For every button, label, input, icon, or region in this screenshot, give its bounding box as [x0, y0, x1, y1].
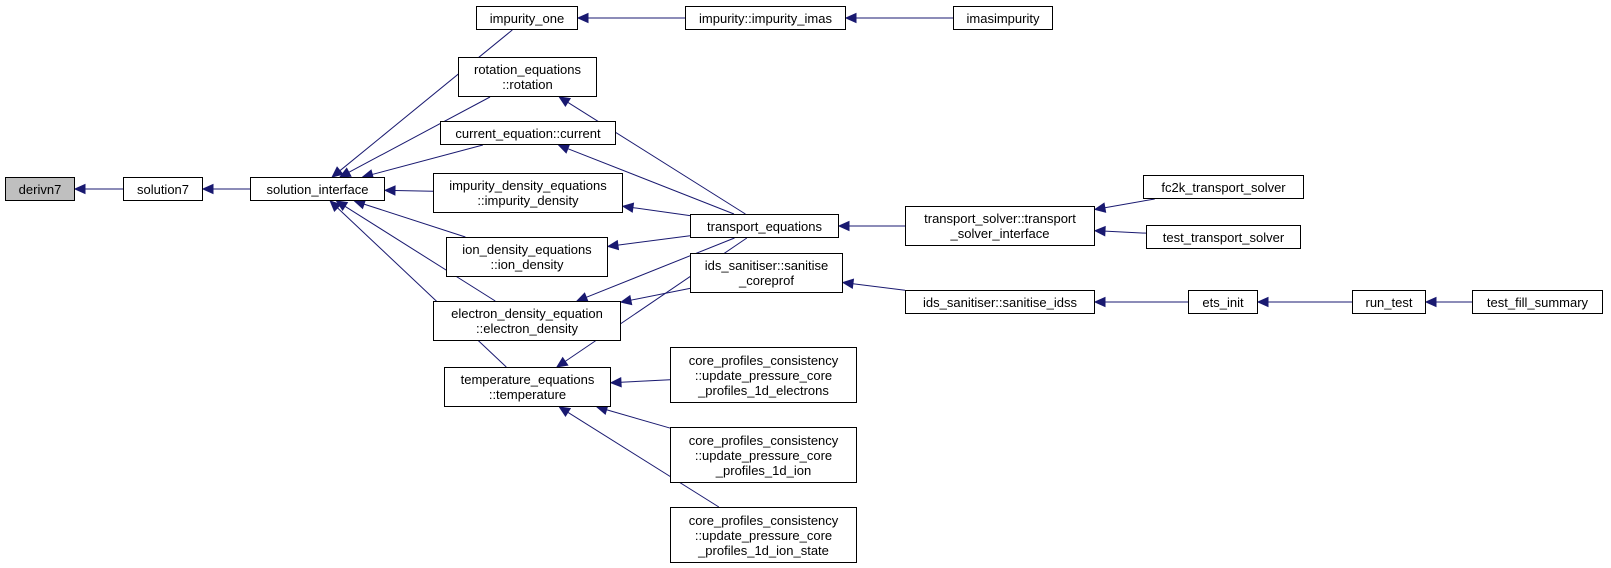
node-rotation[interactable]: rotation_equations ::rotation	[458, 57, 597, 97]
arrowhead-transport_equations-to-impurity_density	[621, 202, 635, 213]
node-transport-equations[interactable]: transport_equations	[690, 214, 839, 238]
edge-sanitise_idss-to-sanitise_coreprof	[852, 283, 906, 291]
node-run-test[interactable]: run_test	[1352, 290, 1426, 314]
edge-ion_density-to-solution_interface	[363, 203, 466, 238]
node-test-transport-solver[interactable]: test_transport_solver	[1146, 225, 1301, 249]
arrowhead-transport_equations-to-temperature	[555, 356, 569, 368]
edge-sanitise_coreprof-to-electron_density	[630, 287, 691, 301]
edge-upc_electrons-to-temperature	[620, 379, 671, 383]
edge-transport_equations-to-current	[567, 148, 735, 215]
edge-transport_equations-to-rotation	[567, 101, 746, 215]
arrowhead-transport_solver_interface-to-transport_equations	[837, 220, 850, 232]
node-ion-density[interactable]: ion_density_equations ::ion_density	[446, 237, 608, 277]
node-impurity-one[interactable]: impurity_one	[476, 6, 578, 30]
arrowhead-run_test-to-ets_init	[1256, 296, 1269, 308]
node-electron-density[interactable]: electron_density_equation ::electron_den…	[433, 301, 621, 341]
arrowhead-sanitise_idss-to-sanitise_coreprof	[841, 278, 855, 290]
arrowhead-impurity_density-to-solution_interface	[383, 185, 396, 196]
edge-impurity_one-to-solution_interface	[339, 29, 513, 172]
edge-test_transport_solver-to-transport_solver_interface	[1104, 230, 1147, 234]
edge-current-to-solution_interface	[372, 144, 484, 175]
arrowhead-rotation-to-solution_interface	[338, 167, 352, 178]
node-impurity-imas[interactable]: impurity::impurity_imas	[685, 6, 846, 30]
edge-electron_density-to-solution_interface	[344, 205, 496, 302]
edge-upc_ion-to-temperature	[606, 409, 671, 429]
arrowhead-transport_equations-to-current	[557, 143, 571, 154]
node-fc2k-transport-solver[interactable]: fc2k_transport_solver	[1143, 175, 1304, 199]
edge-transport_equations-to-impurity_density	[632, 207, 691, 217]
arrowhead-impurity_imas-to-impurity_one	[576, 12, 589, 24]
arrowhead-transport_equations-to-ion_density	[606, 239, 620, 251]
node-test-fill-summary[interactable]: test_fill_summary	[1472, 290, 1603, 314]
node-temperature[interactable]: temperature_equations ::temperature	[444, 367, 611, 407]
node-sanitise-idss[interactable]: ids_sanitiser::sanitise_idss	[905, 290, 1095, 314]
edge-transport_equations-to-ion_density	[617, 235, 691, 246]
edge-upc_ion_state-to-temperature	[567, 411, 720, 508]
arrowhead-impurity_one-to-solution_interface	[331, 166, 344, 178]
arrowhead-fc2k_transport_solver-to-transport_solver_interface	[1093, 202, 1107, 213]
node-sanitise-coreprof[interactable]: ids_sanitiser::sanitise _coreprof	[690, 253, 843, 293]
node-solution7[interactable]: solution7	[123, 177, 203, 201]
node-ets-init[interactable]: ets_init	[1188, 290, 1258, 314]
arrowhead-solution_interface-to-solution7	[201, 183, 214, 195]
node-solution-interface[interactable]: solution_interface	[250, 177, 385, 201]
edge-rotation-to-solution_interface	[348, 96, 491, 173]
node-update-pressure-ion-state[interactable]: core_profiles_consistency ::update_press…	[670, 507, 857, 563]
node-update-pressure-ion[interactable]: core_profiles_consistency ::update_press…	[670, 427, 857, 483]
edge-transport_equations-to-electron_density	[586, 237, 735, 298]
arrowhead-temperature-to-solution_interface	[329, 200, 342, 213]
edge-fc2k_transport_solver-to-transport_solver_interface	[1104, 198, 1155, 209]
arrowhead-transport_equations-to-rotation	[558, 96, 572, 108]
node-derivn7: derivn7	[5, 177, 75, 201]
arrowhead-upc_electrons-to-temperature	[609, 376, 622, 388]
edge-impurity_density-to-solution_interface	[394, 189, 434, 192]
node-imasimpurity[interactable]: imasimpurity	[953, 6, 1053, 30]
arrowhead-imasimpurity-to-impurity_imas	[844, 12, 857, 24]
arrowhead-ion_density-to-solution_interface	[353, 199, 367, 210]
node-update-pressure-electrons[interactable]: core_profiles_consistency ::update_press…	[670, 347, 857, 403]
arrowhead-ets_init-to-sanitise_idss	[1093, 296, 1106, 308]
node-current[interactable]: current_equation::current	[440, 121, 616, 145]
node-impurity-density[interactable]: impurity_density_equations ::impurity_de…	[433, 173, 623, 213]
arrowhead-test_transport_solver-to-transport_solver_interface	[1093, 225, 1106, 237]
arrowhead-test_fill_summary-to-run_test	[1424, 296, 1437, 308]
arrowhead-sanitise_coreprof-to-electron_density	[619, 294, 633, 306]
arrowhead-solution7-to-derivn7	[73, 183, 86, 195]
node-transport-solver-interface[interactable]: transport_solver::transport _solver_inte…	[905, 206, 1095, 246]
arrowhead-upc_ion_state-to-temperature	[558, 406, 572, 418]
edge-temperature-to-solution_interface	[337, 207, 507, 368]
